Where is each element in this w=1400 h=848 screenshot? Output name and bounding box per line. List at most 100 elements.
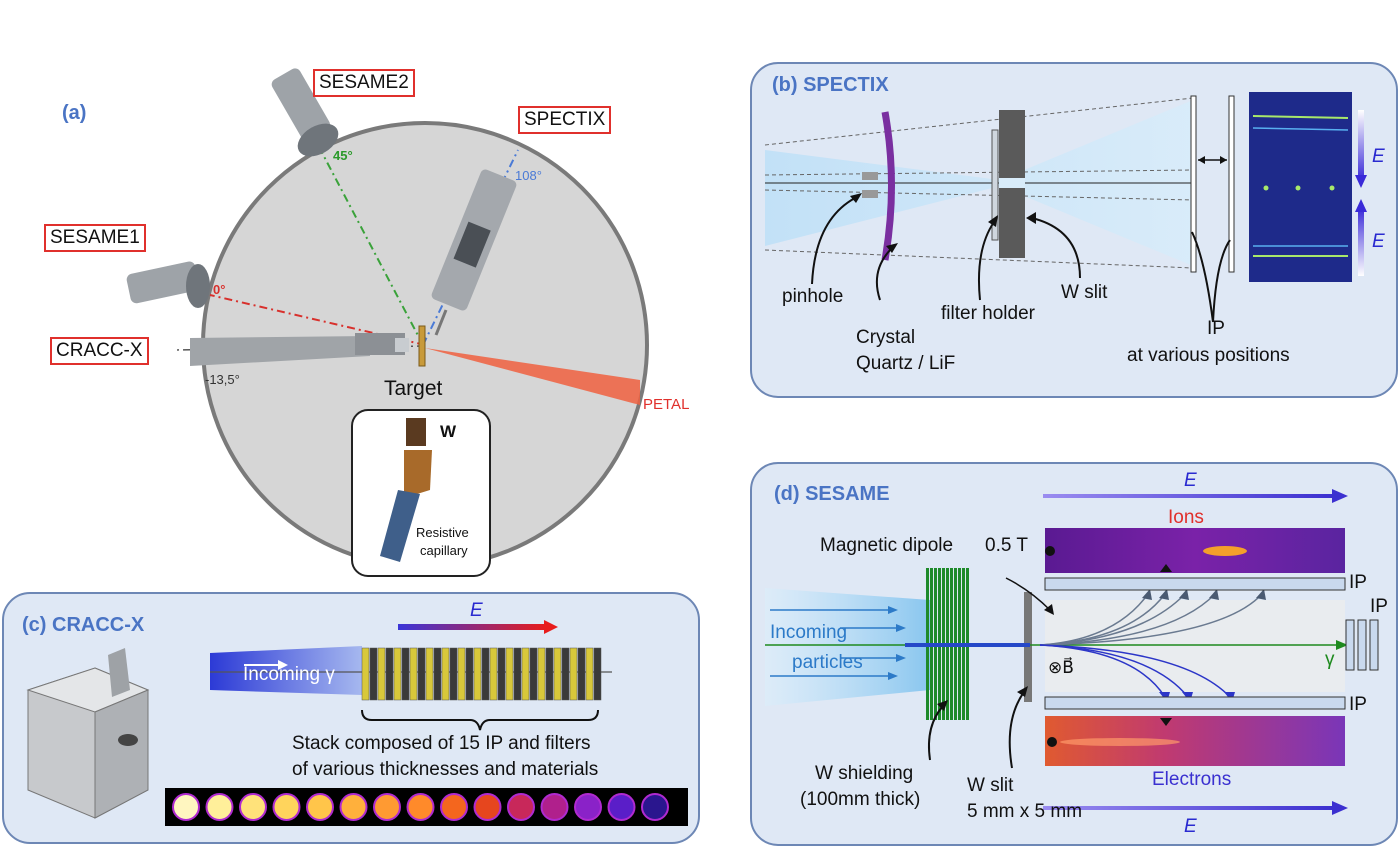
- craccx-label: CRACC-X: [50, 337, 149, 365]
- stack-plate: [513, 647, 522, 701]
- ip-label-d-top: IP: [1349, 572, 1367, 593]
- w-slit-label-b: W slit: [1061, 282, 1108, 303]
- ip-spot: [339, 793, 368, 821]
- sesame2-los: [317, 144, 424, 346]
- shield-thickness-label: (100mm thick): [800, 789, 921, 810]
- ip-plate-1: [1190, 95, 1197, 273]
- panel-b-title: (b) SPECTIX: [772, 74, 889, 96]
- stack-plate: [465, 647, 474, 701]
- ip-spot: [574, 793, 602, 821]
- ip-spot: [440, 793, 468, 821]
- crystal-label: Crystal: [856, 327, 916, 348]
- electrons-label: Electrons: [1152, 769, 1232, 790]
- ip-spot: [172, 793, 200, 821]
- ip-spot: [507, 793, 535, 821]
- stack-plate: [537, 647, 546, 701]
- ip-positions-label: at various positions: [1127, 345, 1290, 366]
- ip-filter-stack: [361, 647, 602, 701]
- stack-plate: [593, 647, 602, 701]
- angle-0: 0°: [213, 282, 226, 297]
- stack-plate: [409, 647, 418, 701]
- petal-label: PETAL: [643, 396, 690, 413]
- stack-plate: [585, 647, 594, 701]
- incoming-gamma-label: Incoming γ: [243, 664, 335, 685]
- stack-plate: [561, 647, 570, 701]
- spectix-label: SPECTIX: [518, 106, 612, 134]
- crystal-types-label: Quartz / LiF: [856, 353, 956, 374]
- panel-c-title: (c) CRACC-X: [22, 614, 145, 636]
- stack-plate: [449, 647, 458, 701]
- stack-plate: [401, 647, 410, 701]
- e-label-b2: E: [1372, 231, 1385, 252]
- spectix-device: [431, 169, 517, 336]
- stack-plate: [417, 647, 426, 701]
- panel-d-title: (d) SESAME: [774, 483, 890, 505]
- petal-beam: [425, 348, 640, 405]
- ip-plate-top: [1044, 577, 1346, 591]
- ip-spot: [540, 793, 569, 821]
- ip-plate-bottom: [1044, 696, 1346, 710]
- ip-spot: [373, 793, 401, 821]
- inset-capillary: capillary: [420, 543, 468, 558]
- e-label-b1: E: [1372, 146, 1385, 167]
- magnetic-field-region: [1045, 600, 1345, 692]
- inset-w-label: W: [440, 422, 457, 441]
- stack-plate: [377, 647, 386, 701]
- target-rod: [418, 325, 426, 367]
- stack-plate: [529, 647, 538, 701]
- ion-detector-image: [1045, 528, 1345, 573]
- craccx-device: [190, 333, 409, 366]
- slit-size-label: 5 mm x 5 mm: [967, 801, 1083, 822]
- ip-spot: [306, 793, 334, 821]
- w-shielding-label: W shielding: [815, 763, 914, 784]
- stack-plate: [569, 647, 578, 701]
- stack-plate: [425, 647, 434, 701]
- filter-holder: [991, 129, 999, 241]
- sesame1-device: [126, 261, 210, 308]
- target-label: Target: [384, 377, 443, 400]
- e-label-d-bottom: E: [1184, 816, 1197, 837]
- angle-108: 108°: [515, 168, 542, 183]
- stack-plate: [577, 647, 586, 701]
- crystal: [881, 111, 895, 261]
- ip-spot: [473, 793, 502, 821]
- pinhole-block-top: [862, 172, 878, 180]
- stack-plate: [361, 647, 370, 701]
- ip-plate-2: [1228, 95, 1235, 273]
- stack-label-line2: of various thicknesses and materials: [292, 759, 599, 780]
- magnetic-dipole-label: Magnetic dipole: [820, 535, 954, 556]
- gamma-label: γ: [1325, 649, 1335, 670]
- stack-plate: [545, 647, 554, 701]
- stack-plate: [521, 647, 530, 701]
- sesame2-label: SESAME2: [313, 69, 415, 97]
- stack-plate: [497, 647, 506, 701]
- ip-label-d-right: IP: [1370, 596, 1388, 617]
- ip-spot: [641, 793, 669, 821]
- stack-plate: [385, 647, 394, 701]
- sesame1-label: SESAME1: [44, 224, 146, 252]
- stack-plate: [433, 647, 442, 701]
- stack-label-line1: Stack composed of 15 IP and filters: [292, 733, 591, 754]
- ip-spot: [272, 793, 301, 821]
- e-label-c: E: [470, 600, 483, 621]
- ip-label-b: IP: [1207, 318, 1225, 339]
- pinhole-label: pinhole: [782, 286, 844, 307]
- ions-label: Ions: [1168, 507, 1204, 528]
- bfield-label: ⊗B⃗: [1048, 658, 1074, 677]
- ip-plate-right-1: [1345, 619, 1355, 671]
- stack-plate: [473, 647, 482, 701]
- stack-plate: [553, 647, 562, 701]
- ip-spot: [205, 793, 234, 821]
- panel-a-title: (a): [62, 102, 87, 124]
- angle-neg: -13,5°: [205, 372, 240, 387]
- stack-plate: [489, 647, 498, 701]
- ip-spot: [239, 793, 267, 821]
- inset-resistive: Resistive: [416, 525, 469, 540]
- ip-spot: [607, 793, 636, 821]
- field-strength-label: 0.5 T: [985, 535, 1028, 556]
- ip-plate-right-2: [1357, 619, 1367, 671]
- angle-45: 45°: [333, 148, 353, 163]
- stack-plate: [481, 647, 490, 701]
- incoming-label: Incoming: [770, 622, 848, 643]
